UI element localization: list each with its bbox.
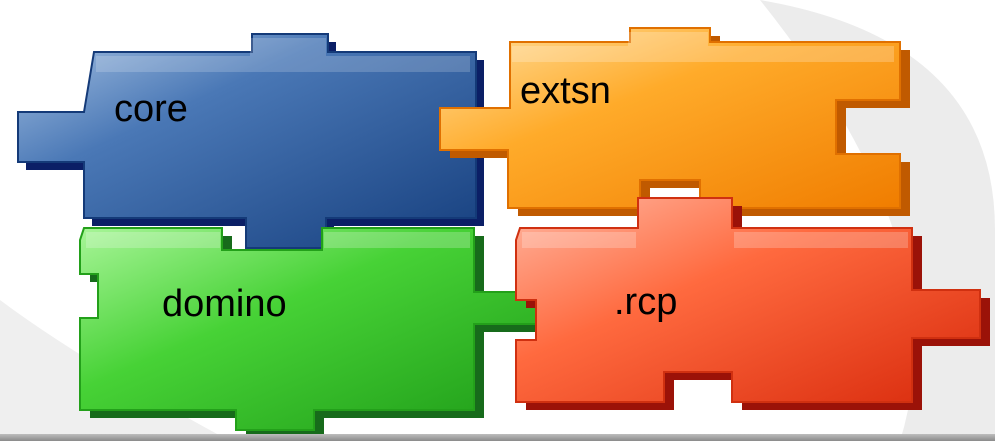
- domino-label: domino: [162, 283, 287, 325]
- puzzle-piece-rcp: [515, 197, 990, 410]
- puzzle-piece-extsn: [439, 27, 910, 216]
- background-arc-left: [0, 300, 230, 441]
- core-label: core: [114, 88, 188, 130]
- bottom-bar: [0, 434, 995, 441]
- slide-title-fragment: [0, 0, 995, 4]
- puzzle-piece-core: [17, 32, 484, 256]
- extsn-label: extsn: [520, 70, 611, 112]
- rcp-label: .rcp: [614, 281, 678, 323]
- puzzle-piece-domino: [79, 227, 558, 438]
